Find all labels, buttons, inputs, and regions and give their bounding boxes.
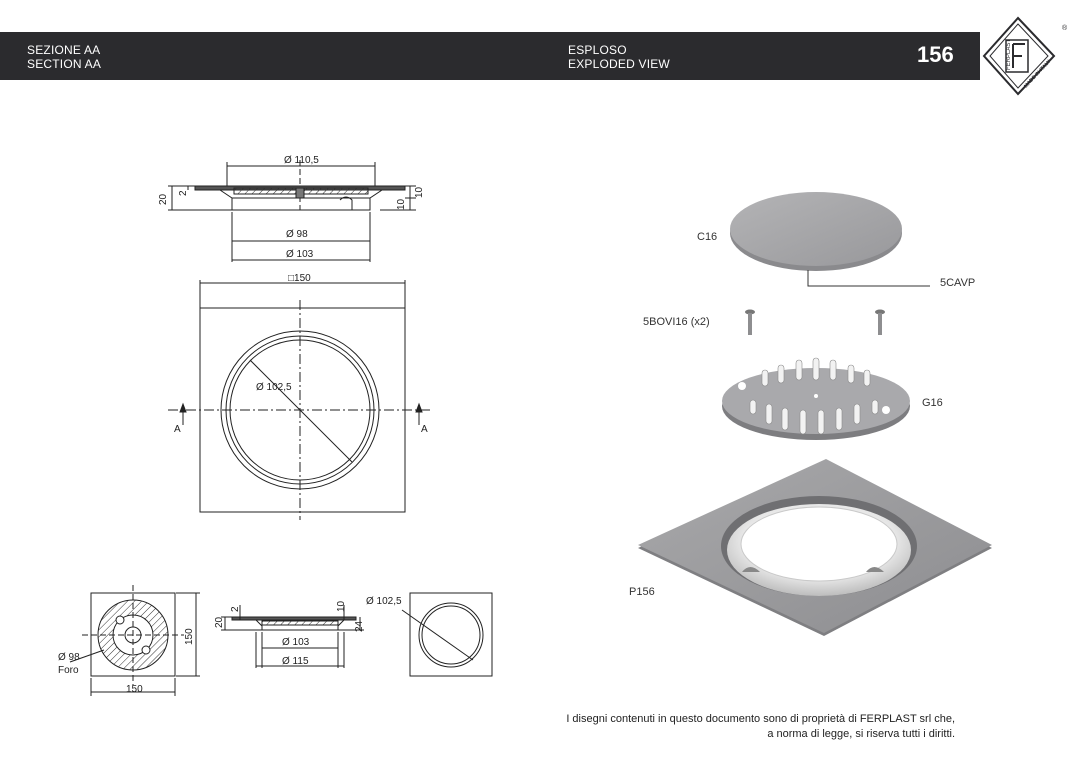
screw-right [875,309,885,335]
copyright-line-1: I disegni contenuti in questo documento … [566,713,955,725]
small-plan-height: 150 [184,628,195,645]
exploded-title-en: EXPLODED VIEW [568,57,670,71]
top-height-right-bottom: 10 [396,198,407,210]
top-section-view [168,160,416,262]
header-bar [0,32,980,80]
screw-left [745,309,755,335]
section-title-en: SECTION AA [27,57,102,71]
section-mark-right: A [421,424,428,435]
product-number: 156 [917,42,954,67]
plan-diameter: Ø 102,5 [256,382,292,393]
exploded-title-it: ESPLOSO [568,43,627,57]
small-section-h2: 2 [230,606,241,612]
small-hole-label: Foro [58,665,79,676]
small-ring-view [401,592,493,677]
ferplast-logo: FERPLAST MADE IN ITALY ® [982,16,1068,96]
svg-text:®: ® [1062,24,1068,32]
small-section-h24: 24 [354,620,365,632]
small-section-view [221,605,364,668]
plate-code-label: P156 [629,586,655,598]
grate [722,357,910,440]
cover-disc [730,192,902,266]
top-base-diameter: Ø 103 [286,249,314,260]
top-inner-diameter: Ø 98 [286,229,308,240]
section-mark-left: A [174,424,181,435]
copyright-notice: I disegni contenuti in questo documento … [540,712,955,742]
section-title: SEZIONE AA SECTION AA [27,43,101,71]
small-section-d103: Ø 103 [282,637,310,648]
small-ring-diameter: Ø 102,5 [366,596,402,607]
top-height-right-top: 10 [414,186,425,198]
grate-code-label: G16 [922,397,943,409]
top-height-flange: 2 [178,190,189,196]
cover-code-label: C16 [697,231,718,243]
plan-side: □150 [288,273,311,284]
small-plan-width: 150 [126,684,143,695]
small-section-h20: 20 [214,616,225,628]
plan-view [168,280,432,520]
cover-finish-label: 5CAVP [940,277,976,289]
screws-label: 5BOVI16 (x2) [643,316,710,328]
top-outer-diameter: Ø 110,5 [284,155,319,166]
svg-text:FERPLAST: FERPLAST [1006,39,1012,70]
top-height-total: 20 [158,193,169,205]
small-section-d115: Ø 115 [282,656,309,667]
small-hole-diameter: Ø 98 [58,652,80,663]
copyright-line-2: a norma di legge, si riserva tutti i dir… [767,728,955,740]
section-title-it: SEZIONE AA [27,43,101,57]
exploded-title: ESPLOSO EXPLODED VIEW [568,43,670,71]
drain-plate [638,459,992,636]
small-plan-view [69,585,200,696]
small-section-h10: 10 [336,600,347,612]
exploded-view [638,192,992,636]
